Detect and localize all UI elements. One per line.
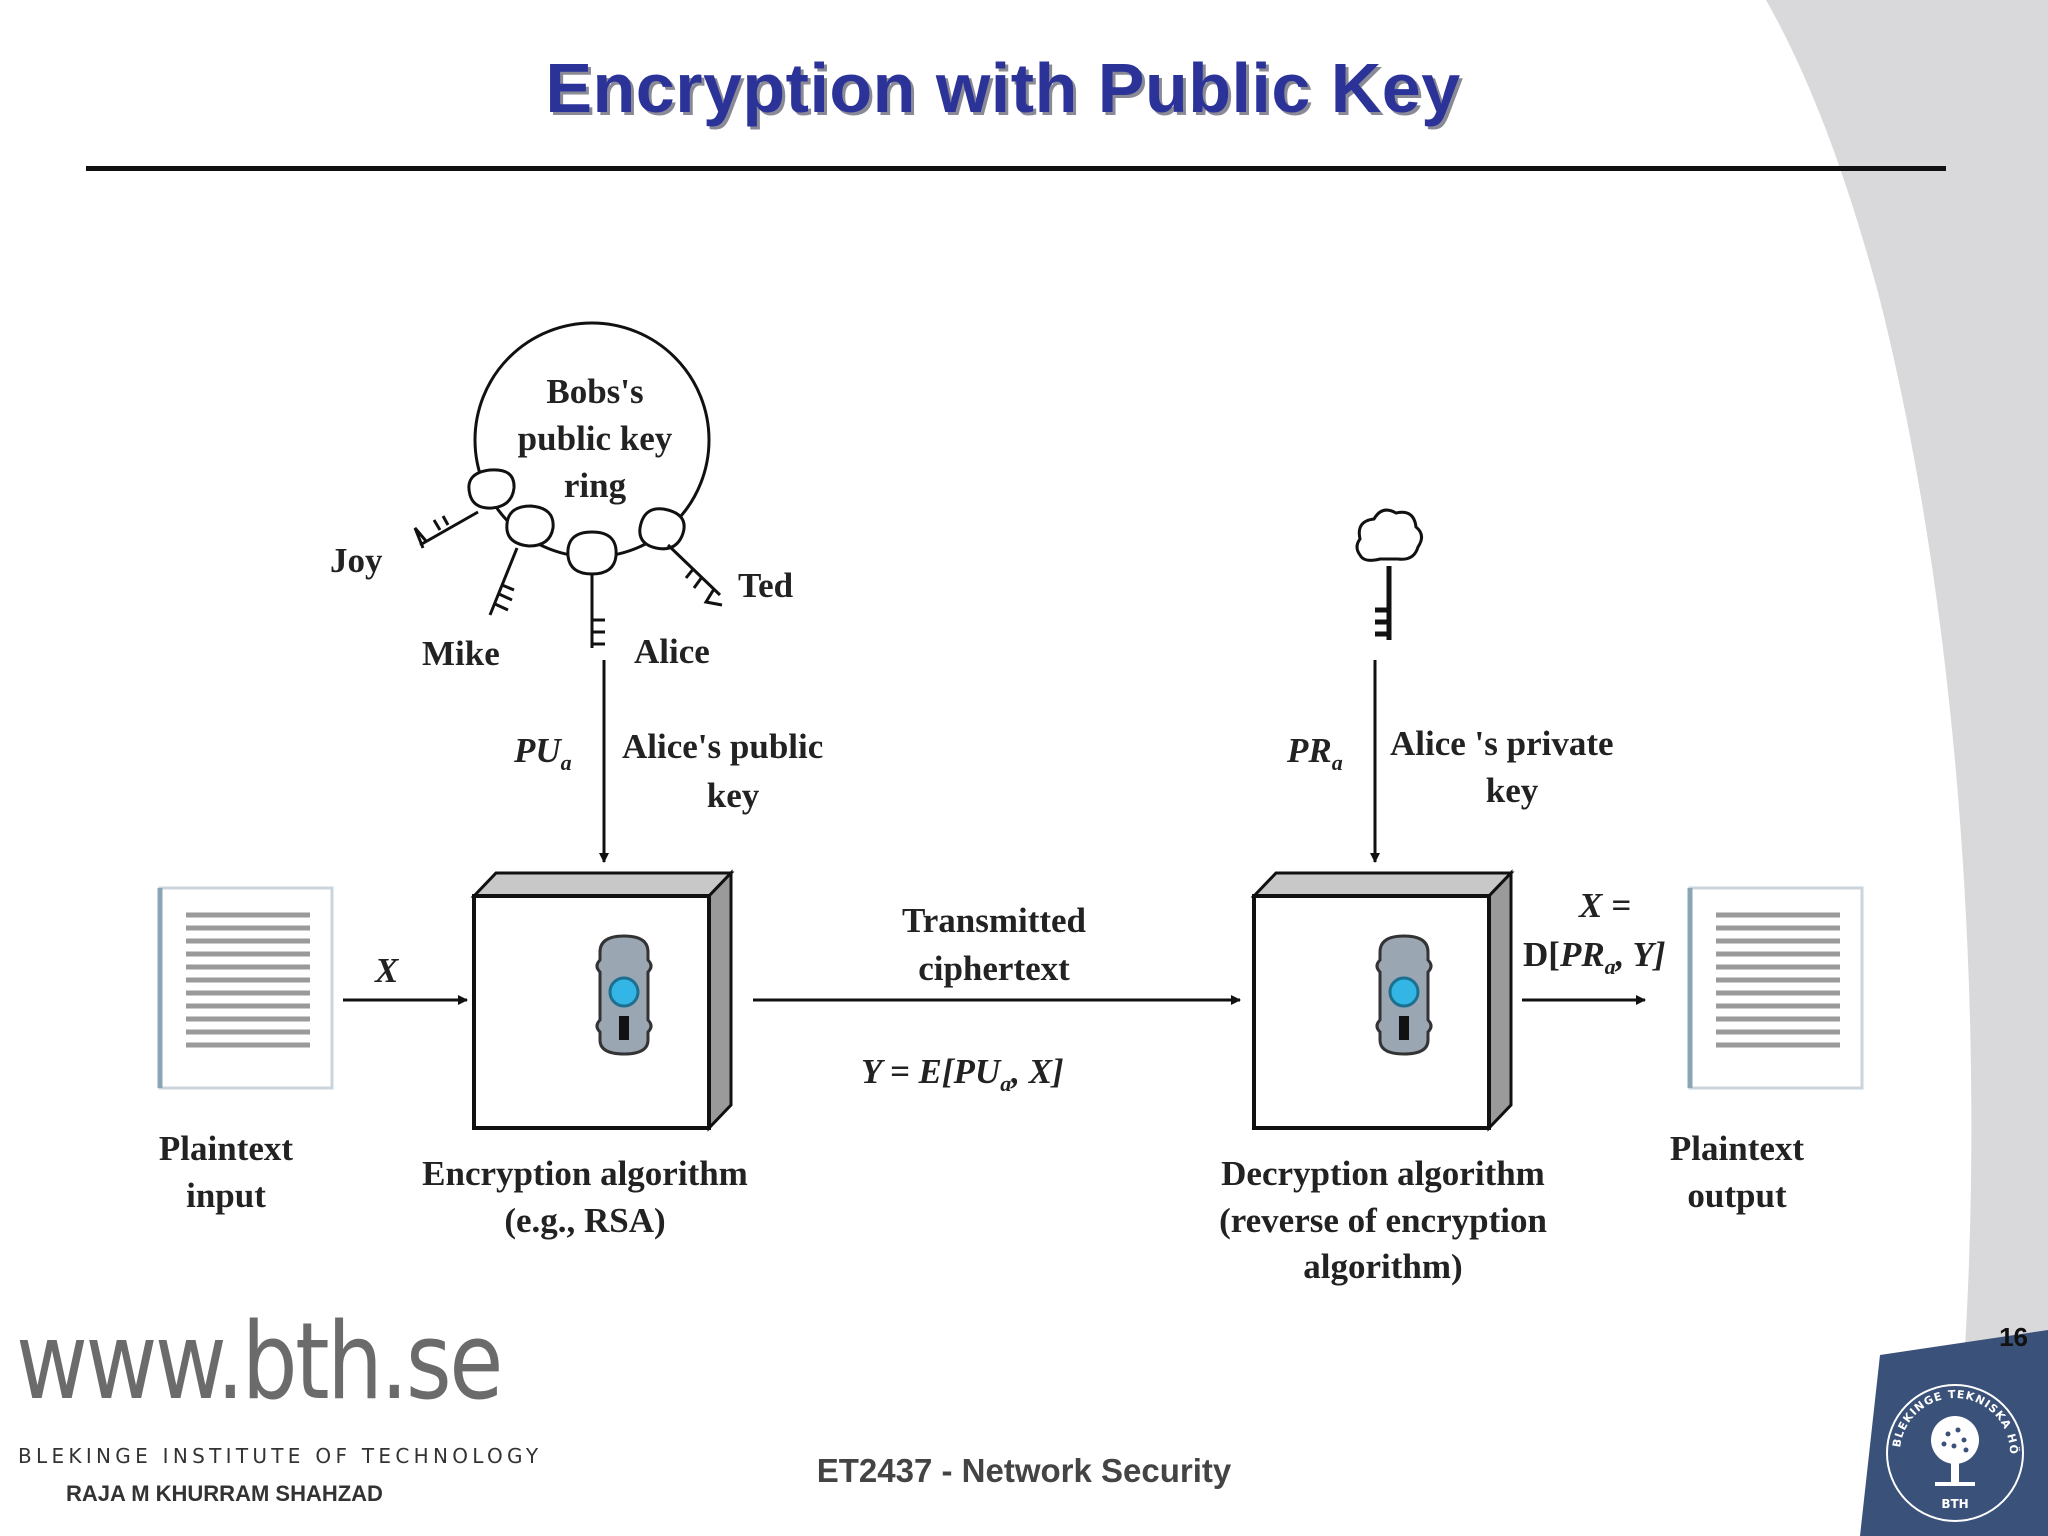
svg-text:BTH: BTH: [1941, 1497, 1968, 1511]
plaintext-output-document-icon: [1687, 886, 1864, 1090]
plaintext-input-label-1: Plaintext: [159, 1129, 293, 1168]
encryption-label-1: Encryption algorithm: [422, 1154, 748, 1193]
decryption-label-2: (reverse of encryption: [1219, 1201, 1547, 1240]
private-key-icon: [1355, 508, 1423, 640]
key-ring-label-1: Bobs's: [546, 372, 643, 411]
slide-title: Encryption with Public Key: [545, 49, 1461, 127]
title-divider: [86, 166, 1946, 171]
decryption-box: [1250, 869, 1515, 1132]
ciphertext-formula: Y = E[PUa, X]: [861, 1052, 1064, 1096]
mike-key-icon: [488, 504, 555, 616]
output-formula-line-1: X =: [1578, 886, 1631, 925]
slide-number: 16: [1999, 1322, 2028, 1352]
key-ring-label-3: ring: [564, 466, 627, 505]
decryption-lock-icon: [1375, 934, 1433, 1056]
decryption-label-3: algorithm): [1303, 1247, 1462, 1286]
plaintext-input-document-icon: [157, 886, 334, 1090]
key-label-mike: Mike: [422, 634, 500, 673]
key-label-ted: Ted: [738, 566, 794, 605]
bth-url: www.bth.se: [16, 1300, 503, 1423]
decryption-label-1: Decryption algorithm: [1221, 1154, 1545, 1193]
encryption-label-2: (e.g., RSA): [504, 1201, 665, 1240]
plaintext-output-label-1: Plaintext: [1670, 1129, 1804, 1168]
public-key-label-2: key: [707, 776, 760, 815]
private-key-label-2: key: [1486, 771, 1539, 810]
ted-key-icon: [638, 507, 723, 607]
joy-key-icon: [413, 468, 516, 549]
plaintext-output-label-2: output: [1687, 1176, 1787, 1215]
author-name: RAJA M KHURRAM SHAHZAD: [66, 1481, 383, 1506]
public-key-symbol: PUa: [513, 731, 572, 775]
public-key-label-1: Alice's public: [622, 727, 823, 766]
encryption-box: [470, 869, 735, 1132]
key-ring-label-2: public key: [518, 419, 673, 458]
alice-key-icon: [566, 530, 618, 648]
key-ring: Bobs's public key ring: [473, 321, 711, 559]
input-arrow-label: X: [374, 951, 400, 990]
course-name: ET2437 - Network Security: [816, 1452, 1232, 1489]
plaintext-input-label-2: input: [186, 1176, 266, 1215]
output-formula-line-2: D[PRa, Y]: [1523, 935, 1666, 979]
private-key-symbol: PRa: [1286, 731, 1343, 775]
ciphertext-label-1: Transmitted: [902, 901, 1087, 940]
key-label-joy: Joy: [330, 541, 383, 580]
encryption-lock-icon: [595, 934, 653, 1056]
ciphertext-label-2: ciphertext: [918, 949, 1070, 988]
key-label-alice: Alice: [634, 632, 710, 671]
tree-icon: [1931, 1416, 1979, 1486]
private-key-label-1: Alice 's private: [1390, 724, 1614, 763]
bth-seal-logo: BLEKINGE TEKNISKA HÖGSKOLA BTH: [1880, 1378, 2024, 1522]
institution-name: BLEKINGE INSTITUTE OF TECHNOLOGY: [18, 1444, 543, 1468]
